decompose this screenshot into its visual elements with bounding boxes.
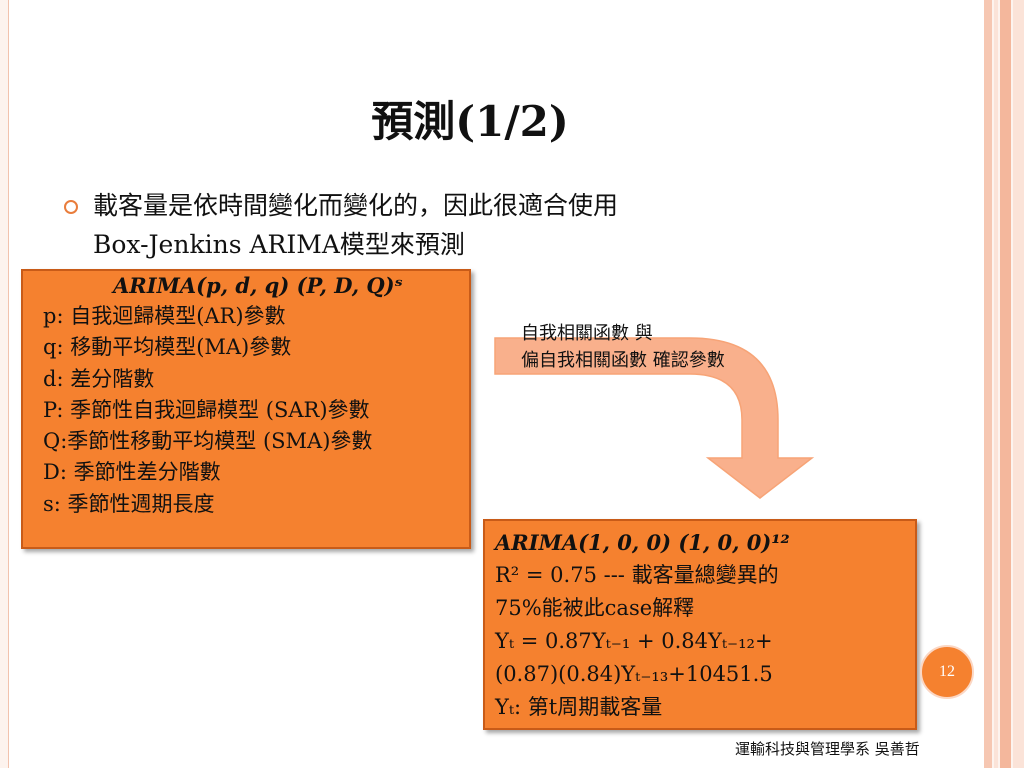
arrow-label: 自我相關函數 與 偏自我相關函數 確認參數 — [521, 320, 725, 374]
decor-stripe — [984, 0, 992, 768]
parameters-box: ARIMA(p, d, q) (P, D, Q)ˢ p: 自我迴歸模型(AR)參… — [21, 269, 471, 549]
decor-stripe — [1013, 0, 1024, 768]
param-row: P: 季節性自我迴歸模型 (SAR)參數 — [43, 397, 370, 422]
arrow-label-line-2: 偏自我相關函數 確認參數 — [521, 350, 725, 371]
param-row: q: 移動平均模型(MA)參數 — [43, 335, 292, 360]
explained-line: 75%能被此case解釋 — [495, 596, 695, 620]
param-row: Q:季節性移動平均模型 (SMA)參數 — [43, 429, 373, 454]
decor-stripe — [994, 0, 998, 768]
r-squared-line: R² = 0.75 --- 載客量總變異的 — [495, 563, 779, 587]
param-row: p: 自我迴歸模型(AR)參數 — [43, 304, 286, 328]
result-box: ARIMA(1, 0, 0) (1, 0, 0)¹² R² = 0.75 ---… — [483, 519, 917, 730]
decor-stripe — [1000, 0, 1011, 768]
curved-arrow-icon — [494, 337, 815, 499]
definition-line: Yₜ: 第t周期載客量 — [495, 695, 663, 719]
bullet-line-1: 載客量是依時間變化而變化的，因此很適合使用 — [93, 191, 619, 220]
slide-title: 預測(1/2) — [371, 97, 569, 146]
param-row: s: 季節性週期長度 — [43, 491, 215, 516]
bullet-line-2: Box-Jenkins ARIMA模型來預測 — [93, 230, 465, 259]
arrow-label-line-1: 自我相關函數 與 — [521, 323, 653, 344]
page-number-badge: 12 — [920, 645, 974, 699]
bullet-text: 載客量是依時間變化而變化的，因此很適合使用 Box-Jenkins ARIMA模… — [93, 186, 833, 264]
equation-line-2: (0.87)(0.84)Yₜ₋₁₃+10451.5 — [495, 662, 773, 686]
footer-text: 運輸科技與管理學系 吳善哲 — [735, 740, 920, 758]
equation-line-1: Yₜ = 0.87Yₜ₋₁ + 0.84Yₜ₋₁₂+ — [495, 629, 773, 653]
param-row: d: 差分階數 — [43, 366, 155, 391]
param-row: D: 季節性差分階數 — [43, 460, 221, 485]
model-spec: ARIMA(1, 0, 0) (1, 0, 0)¹² — [495, 530, 790, 555]
arima-heading: ARIMA(p, d, q) (P, D, Q)ˢ — [113, 273, 403, 298]
bullet-circle-icon — [64, 200, 78, 214]
